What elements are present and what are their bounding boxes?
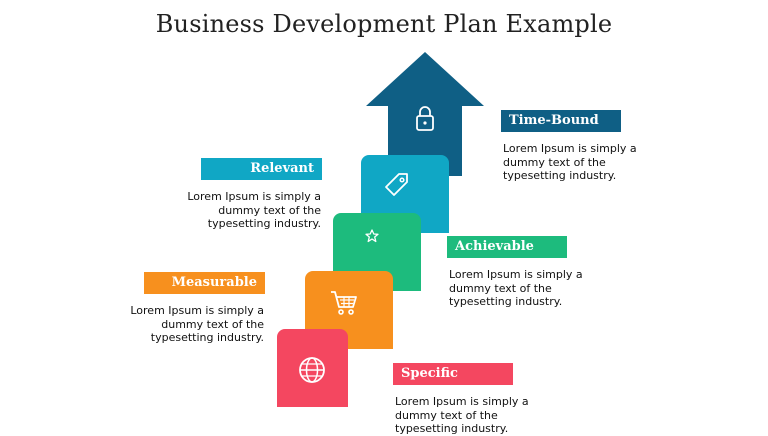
desc-line: dummy text of the	[161, 317, 264, 331]
globe-icon	[299, 357, 325, 383]
desc-line: typesetting industry.	[395, 422, 509, 435]
desc-line: typesetting industry.	[449, 295, 563, 308]
desc-line: dummy text of the	[449, 281, 552, 295]
specific-description: Lorem Ipsum is simply a dummy text of th…	[395, 395, 545, 436]
lock-icon	[416, 106, 434, 131]
star-icon	[365, 229, 379, 243]
desc-line: Lorem Ipsum is simply a	[395, 395, 529, 408]
achievable-label: Achievable	[447, 236, 567, 258]
desc-line: Lorem Ipsum is simply a	[503, 142, 637, 155]
relevant-label: Relevant	[201, 158, 322, 180]
shopping-cart-icon	[331, 291, 357, 315]
desc-line: Lorem Ipsum is simply a	[187, 190, 321, 203]
desc-line: dummy text of the	[395, 408, 498, 422]
desc-line: typesetting industry.	[150, 331, 264, 344]
arrow-shape	[366, 52, 484, 176]
time-bound-label: Time-Bound	[501, 110, 621, 132]
measurable-description: Lorem Ipsum is simply a dummy text of th…	[114, 304, 264, 345]
tag-icon	[385, 173, 408, 196]
desc-line: typesetting industry.	[207, 217, 321, 230]
desc-line: Lorem Ipsum is simply a	[449, 268, 583, 281]
page-title: Business Development Plan Example	[155, 10, 613, 38]
specific-label: Specific	[393, 363, 513, 385]
time-bound-description: Lorem Ipsum is simply a dummy text of th…	[503, 142, 653, 183]
desc-line: dummy text of the	[503, 155, 606, 169]
achievable-description: Lorem Ipsum is simply a dummy text of th…	[449, 268, 599, 309]
desc-line: Lorem Ipsum is simply a	[130, 304, 264, 317]
desc-line: dummy text of the	[218, 203, 321, 217]
specific-block	[277, 329, 348, 407]
time-bound-arrow	[366, 52, 484, 176]
measurable-label: Measurable	[144, 272, 265, 294]
desc-line: typesetting industry.	[503, 169, 617, 182]
relevant-description: Lorem Ipsum is simply a dummy text of th…	[171, 190, 321, 231]
